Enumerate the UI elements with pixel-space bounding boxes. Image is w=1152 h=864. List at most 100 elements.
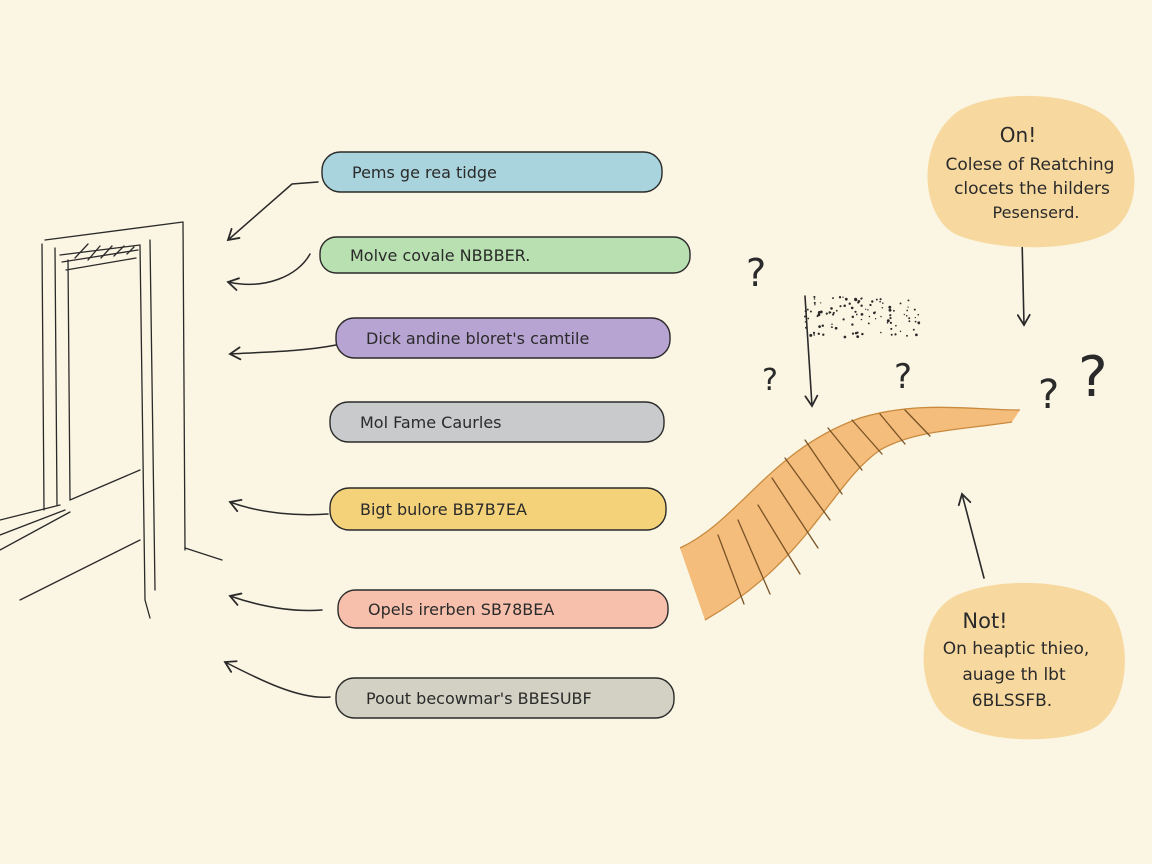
label-pill-shape: [321, 151, 663, 193]
label-pill-text: Mol Fame Caurles: [360, 413, 502, 432]
floor-lines: [19, 469, 223, 601]
speckle-dot: [832, 313, 835, 316]
speckle-dot: [912, 328, 915, 331]
question-mark-2: ?: [762, 363, 778, 398]
speckle-dot: [842, 318, 845, 321]
speckle-dot: [831, 323, 833, 325]
speckle-dot: [914, 320, 917, 323]
speckle-dot: [903, 313, 905, 316]
speckle-dot: [813, 295, 816, 298]
speckle-dot: [807, 317, 810, 320]
speckle-dot: [834, 326, 838, 330]
doorway-sketch: [0, 221, 223, 619]
speckle-dot: [867, 322, 870, 325]
speckle-dot: [843, 335, 847, 339]
arrow-5: [228, 498, 329, 516]
speckle-dot: [848, 302, 851, 305]
speckle-dot: [889, 314, 892, 317]
speckle-dot: [851, 323, 854, 326]
label-pill-shape: [335, 677, 675, 719]
speckle-dot: [832, 311, 835, 314]
speckle-dot: [867, 309, 869, 311]
speckle-dot: [899, 330, 902, 333]
label-arrows: [223, 181, 337, 699]
question-mark-3: ?: [894, 357, 912, 397]
label-pill-shape: [319, 236, 691, 274]
label-pill-shape: [329, 487, 667, 531]
label-pill-shape: [337, 589, 669, 629]
speckle-dot: [868, 315, 871, 318]
label-pill-2: Molve covale NBBBER.: [319, 236, 691, 274]
speckle-dot: [843, 304, 846, 307]
speckle-dot: [886, 319, 890, 323]
speckle-dot: [835, 309, 838, 312]
speckle-dot: [888, 305, 892, 309]
question-mark-4: ?: [1038, 372, 1059, 418]
speckle-dot: [906, 334, 908, 337]
speckle-dot: [879, 300, 881, 303]
speckle-dot: [917, 313, 920, 316]
speckle-dot: [820, 302, 822, 304]
speckle-dot: [818, 325, 821, 328]
arrow-down-bubble: [1016, 237, 1031, 327]
speckle-dot: [860, 297, 863, 300]
door-hatching: [74, 243, 135, 261]
speech-bubble-bottom: Not! On heaptic thieo, auage th lbt 6BLS…: [923, 582, 1125, 740]
speckle-dot: [875, 298, 878, 301]
bubble-top-line4: Pesenserd.: [993, 203, 1080, 222]
label-pill-6: Opels irerben SB78BEA: [337, 589, 669, 629]
door-frame-outer: [44, 221, 186, 551]
speckle-dot: [892, 309, 895, 312]
speckle-dot: [882, 302, 884, 304]
speckle-dot: [825, 312, 828, 315]
speckle-dot: [809, 333, 813, 337]
speckle-dot: [861, 332, 864, 336]
speckle-dot: [860, 318, 863, 321]
label-pill-1: Pems ge rea tidge: [321, 151, 663, 193]
speckle-dot: [814, 304, 816, 306]
arrow-1: [226, 181, 319, 242]
path-edge-top: [679, 406, 1021, 549]
bubble-bottom-shape: [923, 582, 1125, 740]
speckle-dot: [915, 333, 918, 337]
speckle-dot: [844, 297, 848, 301]
speckle-dot: [809, 310, 812, 313]
door-base: [144, 599, 151, 619]
label-pill-7: Poout becowmar's BBESUBF: [335, 677, 675, 719]
label-pill-text: Poout becowmar's BBESUBF: [366, 689, 592, 708]
speckle-dot: [908, 320, 911, 323]
speckle-dot: [816, 315, 819, 318]
bubble-top-line2: Colese of Reatching: [946, 155, 1115, 175]
bubble-bottom-line3: auage th lbt: [962, 665, 1066, 685]
speckle-dot: [850, 306, 854, 310]
floor-lines-left: [0, 504, 71, 551]
arrow-down-left: [804, 295, 819, 408]
arrow-7: [223, 660, 331, 699]
speckle-dot: [874, 311, 876, 313]
speckle-dot: [889, 317, 892, 320]
speckle-dot: [813, 301, 816, 304]
speckle-dot: [913, 308, 916, 311]
speckle-dot: [857, 301, 860, 304]
speckle-dot: [830, 307, 833, 310]
right-arrows: [804, 237, 1031, 579]
bubble-bottom-line1: Not!: [962, 609, 1007, 633]
speckle-dot: [889, 321, 893, 324]
speckle-dot: [860, 313, 864, 316]
speckle-dot: [804, 321, 807, 323]
speckle-dot: [828, 311, 831, 314]
arrow-3: [228, 344, 337, 361]
label-pill-5: Bigt bulore BB7B7EA: [329, 487, 667, 531]
speckle-dot: [854, 331, 858, 335]
speckle-dot: [860, 304, 863, 307]
speckle-dot: [822, 333, 825, 336]
label-pill-3: Dick andine bloret's camtile: [335, 317, 671, 359]
speckle-dot: [906, 309, 909, 312]
speckle-dot: [918, 322, 920, 325]
path-band: [680, 407, 1020, 620]
label-pill-4: Mol Fame Caurles: [329, 401, 665, 443]
speckle-dot: [869, 303, 872, 307]
bubble-bottom-line2: On heaptic thieo,: [943, 639, 1090, 659]
speckle-dot: [854, 310, 857, 313]
speckle-dot: [855, 313, 858, 316]
